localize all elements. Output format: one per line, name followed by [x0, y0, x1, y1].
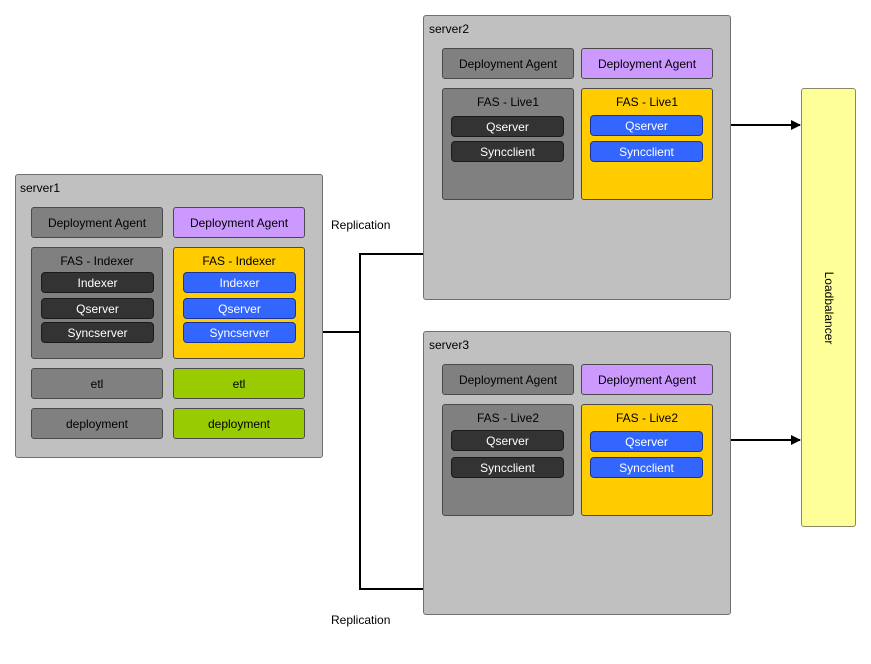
server2-deployment-agent-left: Deployment Agent — [442, 48, 574, 79]
group-title: FAS - Indexer — [60, 254, 134, 268]
replication-label-top: Replication — [331, 218, 391, 232]
server3-qserver-left: Qserver — [451, 430, 564, 451]
server1-etl-left: etl — [31, 368, 163, 399]
server1-indexer-left: Indexer — [41, 272, 154, 293]
server1-indexer-right: Indexer — [183, 272, 296, 293]
server1-deployment-left: deployment — [31, 408, 163, 439]
server1-label: server1 — [20, 181, 61, 195]
server1-deployment-agent-left: Deployment Agent — [31, 207, 163, 238]
server2-qserver-left: Qserver — [451, 116, 564, 137]
server1-deployment-agent-right: Deployment Agent — [173, 207, 305, 238]
server3-qserver-right: Qserver — [590, 431, 703, 452]
server3-deployment-agent-left: Deployment Agent — [442, 364, 574, 395]
server3-label: server3 — [429, 338, 470, 352]
server1-syncserver-left: Syncserver — [41, 322, 154, 343]
server1-deployment-right: deployment — [173, 408, 305, 439]
server2-syncclient-left: Syncclient — [451, 141, 564, 162]
replication-label-bottom: Replication — [331, 613, 391, 627]
group-title: FAS - Live1 — [615, 95, 679, 109]
group-title: FAS - Indexer — [202, 254, 276, 268]
group-title: FAS - Live1 — [476, 95, 540, 109]
server1-qserver-left: Qserver — [41, 298, 154, 319]
server1-qserver-right: Qserver — [183, 298, 296, 319]
server2-deployment-agent-right: Deployment Agent — [581, 48, 713, 79]
group-title: FAS - Live2 — [615, 411, 679, 425]
group-title: FAS - Live2 — [476, 411, 540, 425]
loadbalancer: Loadbalancer — [801, 88, 856, 527]
server2-label: server2 — [429, 22, 470, 36]
server2-syncclient-right: Syncclient — [590, 141, 703, 162]
server1-etl-right: etl — [173, 368, 305, 399]
server3-deployment-agent-right: Deployment Agent — [581, 364, 713, 395]
server1-syncserver-right: Syncserver — [183, 322, 296, 343]
server3-syncclient-left: Syncclient — [451, 457, 564, 478]
loadbalancer-label: Loadbalancer — [821, 271, 836, 344]
server3-syncclient-right: Syncclient — [590, 457, 703, 478]
server2-qserver-right: Qserver — [590, 115, 703, 136]
